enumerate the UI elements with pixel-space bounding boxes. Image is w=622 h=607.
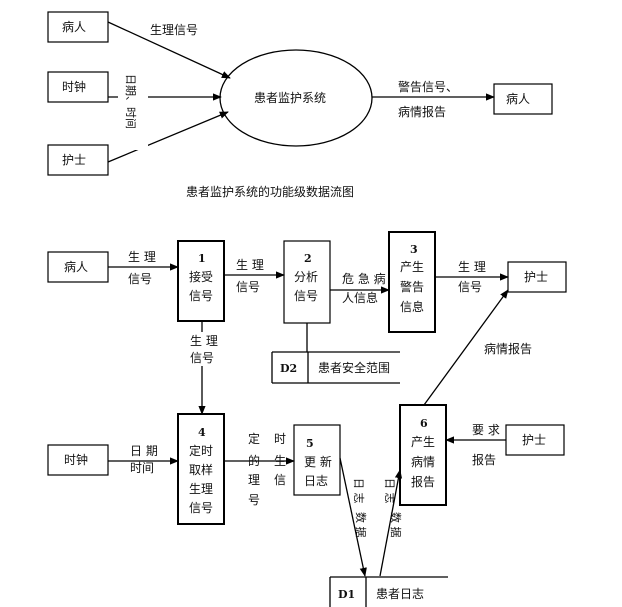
top-date-label-bg (118, 72, 148, 150)
d1-id: D1 (338, 588, 355, 601)
flow-log-v3: 日 志 (383, 478, 396, 504)
process-6-box (399, 404, 447, 506)
process-5-number: 5 (306, 437, 314, 450)
flow-p3-to-nurse-l1: 生 理 (458, 260, 486, 274)
flow-nurse-request-l2: 报告 (472, 452, 496, 467)
top-clock-box (47, 71, 109, 103)
process-1-box (177, 240, 225, 322)
flow-p1-to-p2-l2: 信号 (236, 280, 260, 294)
top-nurse-box (47, 144, 109, 176)
top-out-patient-box (493, 83, 553, 115)
flow-clock-to-p4-l2: 时间 (130, 461, 154, 475)
top-report-label: 病情报告 (398, 104, 446, 119)
flow-p4-to-p5-d1: 时 (274, 432, 286, 446)
process-4-box (177, 413, 225, 525)
process-3-line1: 产生 (400, 260, 424, 274)
top-nurse-arrow (107, 111, 229, 163)
flow-p2-to-p3-l2: 人信息 (342, 290, 378, 305)
flow-clock-to-p4-l1: 日 期 (130, 444, 158, 458)
flow-log-v1: 日 志 (352, 478, 365, 504)
flow-p4-to-p5-c4: 号 (248, 493, 260, 507)
top-caption: 患者监护系统的功能级数据流图 (186, 184, 354, 199)
d2-name: 患者安全范围 (318, 360, 390, 375)
bottom-clock-box (47, 444, 109, 476)
top-system-label: 患者监护系统 (254, 91, 326, 105)
flow-log-v2: 数 据 (354, 512, 368, 538)
flow-p5-to-d1 (339, 457, 367, 577)
d1-name: 患者日志 (376, 587, 424, 601)
bottom-clock-label: 时钟 (64, 452, 88, 467)
flow-p4-to-p5-d2: 生 (274, 454, 286, 468)
process-6-line1: 产生 (411, 435, 435, 449)
flow-p4-to-p5-c2: 的 (248, 453, 260, 468)
flow-p1-to-p4-label-bg (188, 332, 218, 366)
flow-p4-to-p5-c3: 理 (248, 473, 260, 487)
flow-log-v4: 数 据 (389, 512, 403, 538)
process-4-line3: 生理 (189, 482, 213, 496)
process-4-number: 4 (198, 426, 206, 439)
top-signal-arrow (107, 21, 231, 79)
top-clock-label: 时钟 (62, 79, 86, 94)
process-3-number: 3 (410, 243, 418, 256)
flow-p3-to-nurse-l2: 信号 (458, 280, 482, 294)
top-out-patient-label: 病人 (506, 91, 530, 106)
bottom-patient-label: 病人 (64, 259, 88, 274)
flow-patient-to-p1-l1: 生 理 (128, 250, 156, 264)
process-3-box (388, 231, 436, 333)
top-date-label: 日期、时间 (124, 74, 137, 129)
top-nurse-label: 护士 (62, 153, 86, 167)
process-1-line1: 接受 (189, 269, 213, 284)
process-2-number: 2 (304, 252, 312, 265)
bottom-nurse-right-label: 护士 (524, 270, 548, 284)
top-alarm-label: 警告信号、 (398, 79, 458, 94)
process-2-line1: 分析 (294, 270, 318, 284)
process-6-line3: 报告 (411, 474, 435, 489)
process-1-line2: 信号 (189, 289, 213, 303)
process-1-number: 1 (198, 252, 206, 265)
bottom-nurse-right-box (507, 261, 567, 293)
flow-nurse-request-l1: 要 求 (472, 423, 500, 437)
process-6-number: 6 (420, 417, 428, 430)
top-patient-label: 病人 (62, 19, 86, 34)
process-3-line3: 信息 (400, 299, 424, 314)
bottom-nurse-request-box (505, 424, 565, 456)
flow-p1-to-p2-l1: 生 理 (236, 258, 264, 272)
d2-id: D2 (280, 362, 297, 375)
flow-p2-to-p3-l1: 危 急 病 (342, 271, 386, 286)
process-5-box (293, 424, 341, 496)
flow-p6-to-nurse (423, 289, 509, 406)
process-4-line4: 信号 (189, 501, 213, 515)
flow-p4-to-p5-c1: 定 (248, 431, 260, 446)
flow-d1-to-p6 (379, 469, 403, 577)
process-4-line2: 取样 (189, 462, 213, 477)
process-2-box (283, 240, 331, 324)
flow-p4-to-p5-d3: 信 (274, 473, 286, 487)
process-5-line1: 更 新 (304, 454, 332, 469)
top-signal-label: 生理信号 (150, 23, 198, 37)
process-2-line2: 信号 (294, 289, 318, 303)
flow-p1-to-p4-l1: 生 理 (190, 334, 218, 348)
flow-p1-to-p4-l2: 信号 (190, 351, 214, 365)
bottom-patient-box (47, 251, 109, 283)
bottom-nurse-request-label: 护士 (522, 433, 546, 447)
top-patient-box (47, 11, 109, 43)
process-4-line1: 定时 (189, 443, 213, 458)
process-3-line2: 警告 (400, 279, 424, 294)
process-6-line2: 病情 (411, 454, 435, 469)
flow-p6-to-nurse-label: 病情报告 (484, 341, 532, 356)
flow-patient-to-p1-l2: 信号 (128, 272, 152, 286)
process-5-line2: 日志 (304, 474, 328, 488)
